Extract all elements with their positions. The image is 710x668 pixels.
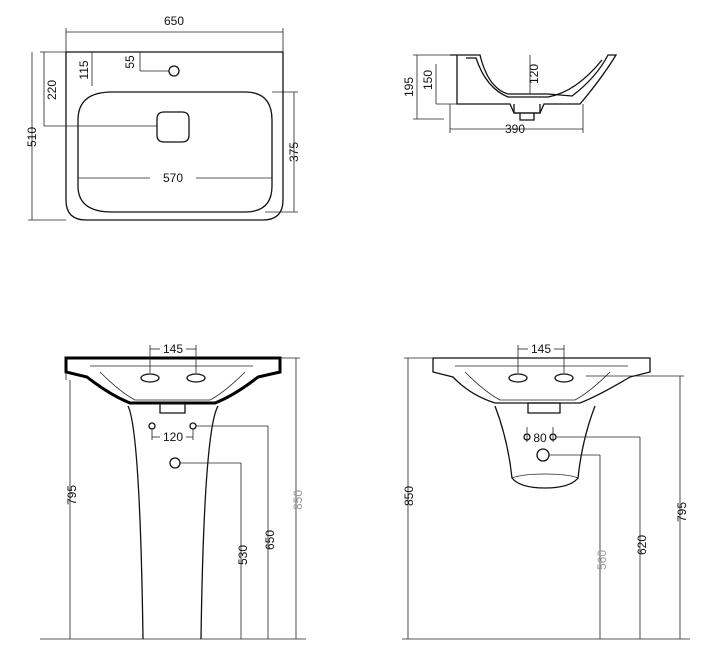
pedestal-inner-bowl <box>90 365 253 401</box>
waste-outlet <box>169 457 181 469</box>
dim-top-depth: 510 <box>25 127 39 147</box>
tap-hole-left <box>140 373 160 383</box>
dim-side-height: 195 <box>402 77 416 97</box>
pedestal-view: 145 120 795 530 650 850 <box>40 342 306 640</box>
tap-hole-right <box>186 373 206 383</box>
dim-bowl-from-top: 220 <box>45 80 59 100</box>
wh-tap-hole-left <box>508 373 528 383</box>
dim-wall-rim-height: 795 <box>675 502 689 522</box>
wall-hung-inner-bowl <box>455 365 628 401</box>
dim-top-width: 650 <box>164 14 184 28</box>
dim-side-bowl-length: 390 <box>505 122 525 136</box>
top-view: 650 55 115 220 510 570 375 <box>25 14 301 221</box>
side-view-drain <box>513 104 541 121</box>
fixing-hole-right <box>189 422 197 430</box>
tap-hole <box>168 65 180 77</box>
side-view: 195 150 120 390 <box>402 54 618 136</box>
dim-hole-from-top: 115 <box>77 60 91 79</box>
dim-drain-depth: 120 <box>527 64 541 84</box>
top-view-bowl-outline <box>77 91 273 213</box>
dim-side-bowl-height: 150 <box>421 70 435 90</box>
wall-hung-waste-trap <box>527 402 561 414</box>
wall-hung-shroud-inner <box>511 473 579 479</box>
dim-wall-total-height: 850 <box>402 486 416 506</box>
dim-pedestal-fixing-spacing: 120 <box>163 430 183 444</box>
wall-hung-shroud <box>494 405 596 489</box>
wall-hung-view: 145 80 850 560 620 795 <box>402 342 690 640</box>
dim-wall-tap-spacing: 145 <box>531 342 551 356</box>
drain-square <box>156 111 190 143</box>
dim-pedestal-rim-height: 795 <box>65 485 79 505</box>
pedestal-basin-rim <box>64 356 282 405</box>
dim-wall-fixing-height: 620 <box>635 535 649 555</box>
fixing-hole-left <box>148 422 156 430</box>
pedestal-column <box>127 405 219 640</box>
dim-bowl-depth: 375 <box>287 142 301 162</box>
side-view-profile-inner <box>466 57 603 98</box>
dim-bowl-width: 570 <box>163 171 183 185</box>
dim-wall-waste-height: 560 <box>595 550 609 570</box>
dim-hole-offset: 55 <box>123 55 137 69</box>
wh-waste-outlet <box>536 448 550 462</box>
dim-pedestal-total-height: 850 <box>291 490 305 510</box>
dim-pedestal-waste-height: 530 <box>236 545 250 565</box>
pedestal-waste-trap <box>159 402 186 414</box>
wall-hung-basin-rim <box>432 357 651 404</box>
wh-tap-hole-right <box>554 373 574 383</box>
side-view-profile-outer <box>450 54 618 114</box>
dim-pedestal-fixing-height: 650 <box>263 530 277 550</box>
dim-wall-fixing-spacing: 80 <box>533 431 547 445</box>
top-view-basin-outline <box>65 51 284 221</box>
dim-pedestal-tap-spacing: 145 <box>163 342 183 356</box>
